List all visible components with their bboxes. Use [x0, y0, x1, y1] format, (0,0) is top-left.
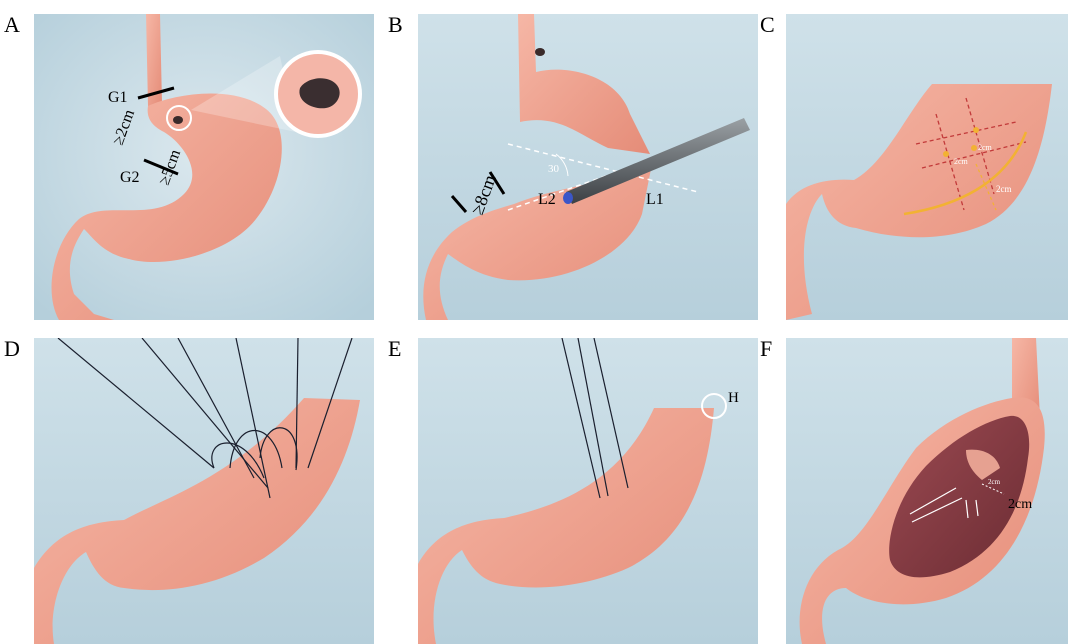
panel-b-background — [418, 14, 758, 320]
angle-label: 30 — [548, 163, 560, 175]
panel-d-letter: D — [4, 338, 20, 360]
yellow-dot-3 — [971, 145, 977, 151]
g1-label: G1 — [108, 89, 128, 106]
panel-c: 2cm 2cm 2cm — [786, 14, 1068, 320]
width-label-3: 2cm — [996, 184, 1012, 194]
h-label: H — [728, 390, 739, 406]
panel-b-letter: B — [388, 14, 403, 36]
panel-c-letter: C — [760, 14, 775, 36]
yellow-dot-2 — [973, 127, 979, 133]
panel-f-illustration: 2cm 2cm — [786, 338, 1068, 644]
yellow-dot-1 — [943, 151, 949, 157]
panel-f-letter: F — [760, 338, 772, 360]
panel-e-illustration: H — [418, 338, 758, 644]
tumor-spot — [535, 48, 545, 56]
tumor-spot — [173, 116, 183, 124]
panel-a-letter: A — [4, 14, 20, 36]
panel-a-illustration: G1 ≥2cm ≥5cm G2 — [34, 14, 374, 320]
l2-label: L2 — [538, 191, 556, 208]
panel-d-illustration — [34, 338, 374, 644]
l1-label: L1 — [646, 191, 664, 208]
panel-e-letter: E — [388, 338, 401, 360]
scope-tip — [563, 192, 573, 204]
width-label-2: 2cm — [978, 143, 993, 152]
small-2cm-label: 2cm — [988, 478, 1001, 486]
panel-e: H — [418, 338, 758, 644]
panel-b: 30 ≥8cm L2 L1 — [418, 14, 758, 320]
g2-label: G2 — [120, 169, 140, 186]
panel-f: 2cm 2cm — [786, 338, 1068, 644]
width-label-1: 2cm — [954, 157, 969, 166]
panel-a: G1 ≥2cm ≥5cm G2 — [34, 14, 374, 320]
panel-d — [34, 338, 374, 644]
panel-c-illustration: 2cm 2cm 2cm — [786, 14, 1068, 320]
panel-b-illustration: 30 ≥8cm L2 L1 — [418, 14, 758, 320]
big-2cm-label: 2cm — [1008, 497, 1032, 512]
